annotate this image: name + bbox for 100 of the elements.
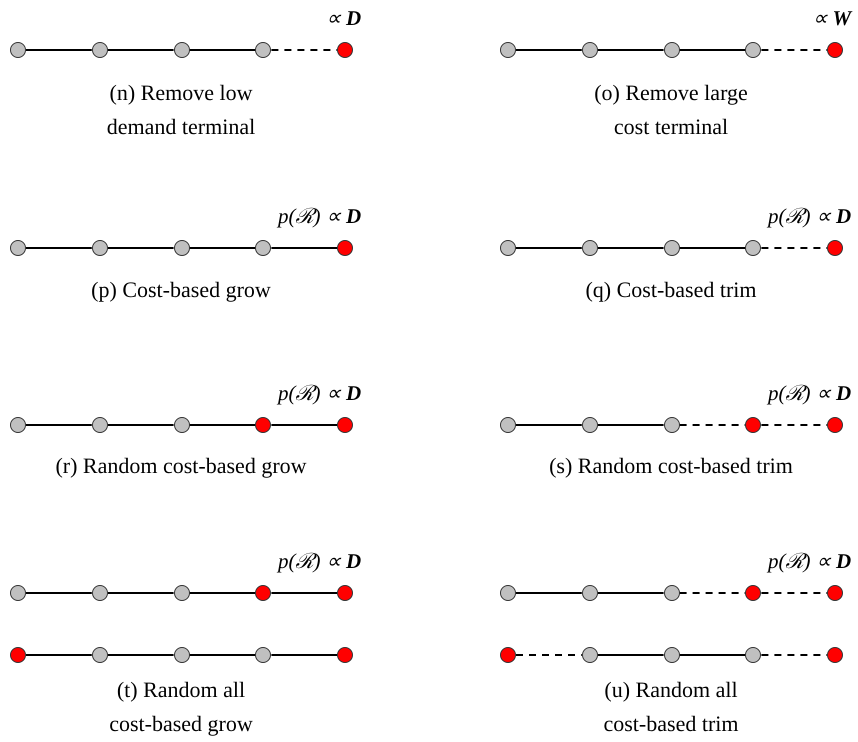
dashed-link	[271, 49, 338, 51]
network-node	[255, 585, 272, 601]
network-node	[92, 417, 108, 433]
network-node	[10, 585, 26, 601]
link-line	[598, 424, 664, 426]
link-line	[271, 654, 338, 656]
panel-caption: (t) Random all cost-based grow	[108, 676, 254, 738]
link-line	[108, 592, 174, 594]
link-line	[598, 592, 664, 594]
network-node	[664, 417, 680, 433]
network-node	[745, 240, 762, 256]
network-node	[827, 417, 844, 433]
formula-label: p(ℛ) ∝ D	[278, 383, 362, 404]
network-node	[500, 240, 516, 256]
network-node	[92, 42, 108, 58]
network-node	[92, 240, 108, 256]
network-node	[582, 585, 598, 601]
link-line	[680, 654, 746, 656]
network-node	[745, 42, 762, 58]
link-line	[26, 247, 92, 249]
network-node	[255, 42, 272, 58]
network-node	[10, 647, 26, 663]
network-node	[745, 585, 762, 601]
panel-caption: (p) Cost-based grow	[90, 276, 272, 304]
network-node	[664, 585, 680, 601]
network-node	[664, 240, 680, 256]
network-node	[827, 240, 844, 256]
panel-caption: (r) Random cost-based grow	[54, 452, 308, 480]
network-node	[337, 42, 354, 58]
network-node	[255, 647, 272, 663]
dashed-link	[761, 654, 828, 656]
link-line	[190, 247, 256, 249]
formula-label: p(ℛ) ∝ D	[768, 206, 852, 227]
network-node	[827, 647, 844, 663]
formula-label: ∝ D	[326, 8, 362, 29]
link-line	[271, 247, 338, 249]
network-node	[174, 240, 190, 256]
network-node	[582, 417, 598, 433]
link-line	[598, 49, 664, 51]
dashed-link	[761, 592, 828, 594]
panel-caption: (n) Remove low demand terminal	[106, 79, 256, 141]
network-node	[827, 585, 844, 601]
link-line	[108, 49, 174, 51]
network-node	[745, 647, 762, 663]
network-node	[500, 585, 516, 601]
link-line	[680, 49, 746, 51]
network-node	[10, 42, 26, 58]
formula-label: p(ℛ) ∝ D	[278, 206, 362, 227]
panel-caption: (o) Remove large cost terminal	[593, 79, 749, 141]
formula-label: p(ℛ) ∝ D	[278, 551, 362, 572]
panel-caption: (q) Cost-based trim	[584, 276, 758, 304]
network-node	[10, 240, 26, 256]
dashed-link	[761, 424, 828, 426]
network-node	[337, 647, 354, 663]
link-line	[26, 654, 92, 656]
network-node	[255, 240, 272, 256]
link-line	[108, 654, 174, 656]
network-node	[582, 42, 598, 58]
network-node	[745, 417, 762, 433]
network-node	[174, 42, 190, 58]
link-line	[598, 247, 664, 249]
network-node	[500, 417, 516, 433]
formula-label: ∝ W	[812, 8, 852, 29]
network-node	[174, 647, 190, 663]
network-node	[582, 647, 598, 663]
link-line	[26, 592, 92, 594]
network-node	[664, 647, 680, 663]
panel-caption: (s) Random cost-based trim	[548, 452, 794, 480]
link-line	[516, 592, 582, 594]
link-line	[516, 49, 582, 51]
link-line	[108, 247, 174, 249]
link-line	[26, 424, 92, 426]
network-node	[174, 585, 190, 601]
formula-label: p(ℛ) ∝ D	[768, 551, 852, 572]
link-line	[190, 424, 256, 426]
dashed-link	[761, 247, 828, 249]
link-line	[598, 654, 664, 656]
network-node	[174, 417, 190, 433]
link-line	[190, 654, 256, 656]
network-node	[337, 585, 354, 601]
link-line	[108, 424, 174, 426]
link-line	[271, 424, 338, 426]
network-node	[827, 42, 844, 58]
link-line	[680, 247, 746, 249]
network-node	[92, 585, 108, 601]
link-line	[190, 592, 256, 594]
network-node	[582, 240, 598, 256]
dashed-link	[761, 49, 828, 51]
link-line	[26, 49, 92, 51]
link-line	[271, 592, 338, 594]
network-node	[500, 647, 516, 663]
network-node	[92, 647, 108, 663]
network-node	[500, 42, 516, 58]
network-node	[255, 417, 272, 433]
network-node	[337, 240, 354, 256]
formula-label: p(ℛ) ∝ D	[768, 383, 852, 404]
link-line	[516, 424, 582, 426]
link-line	[190, 49, 256, 51]
network-node	[664, 42, 680, 58]
network-node	[337, 417, 354, 433]
